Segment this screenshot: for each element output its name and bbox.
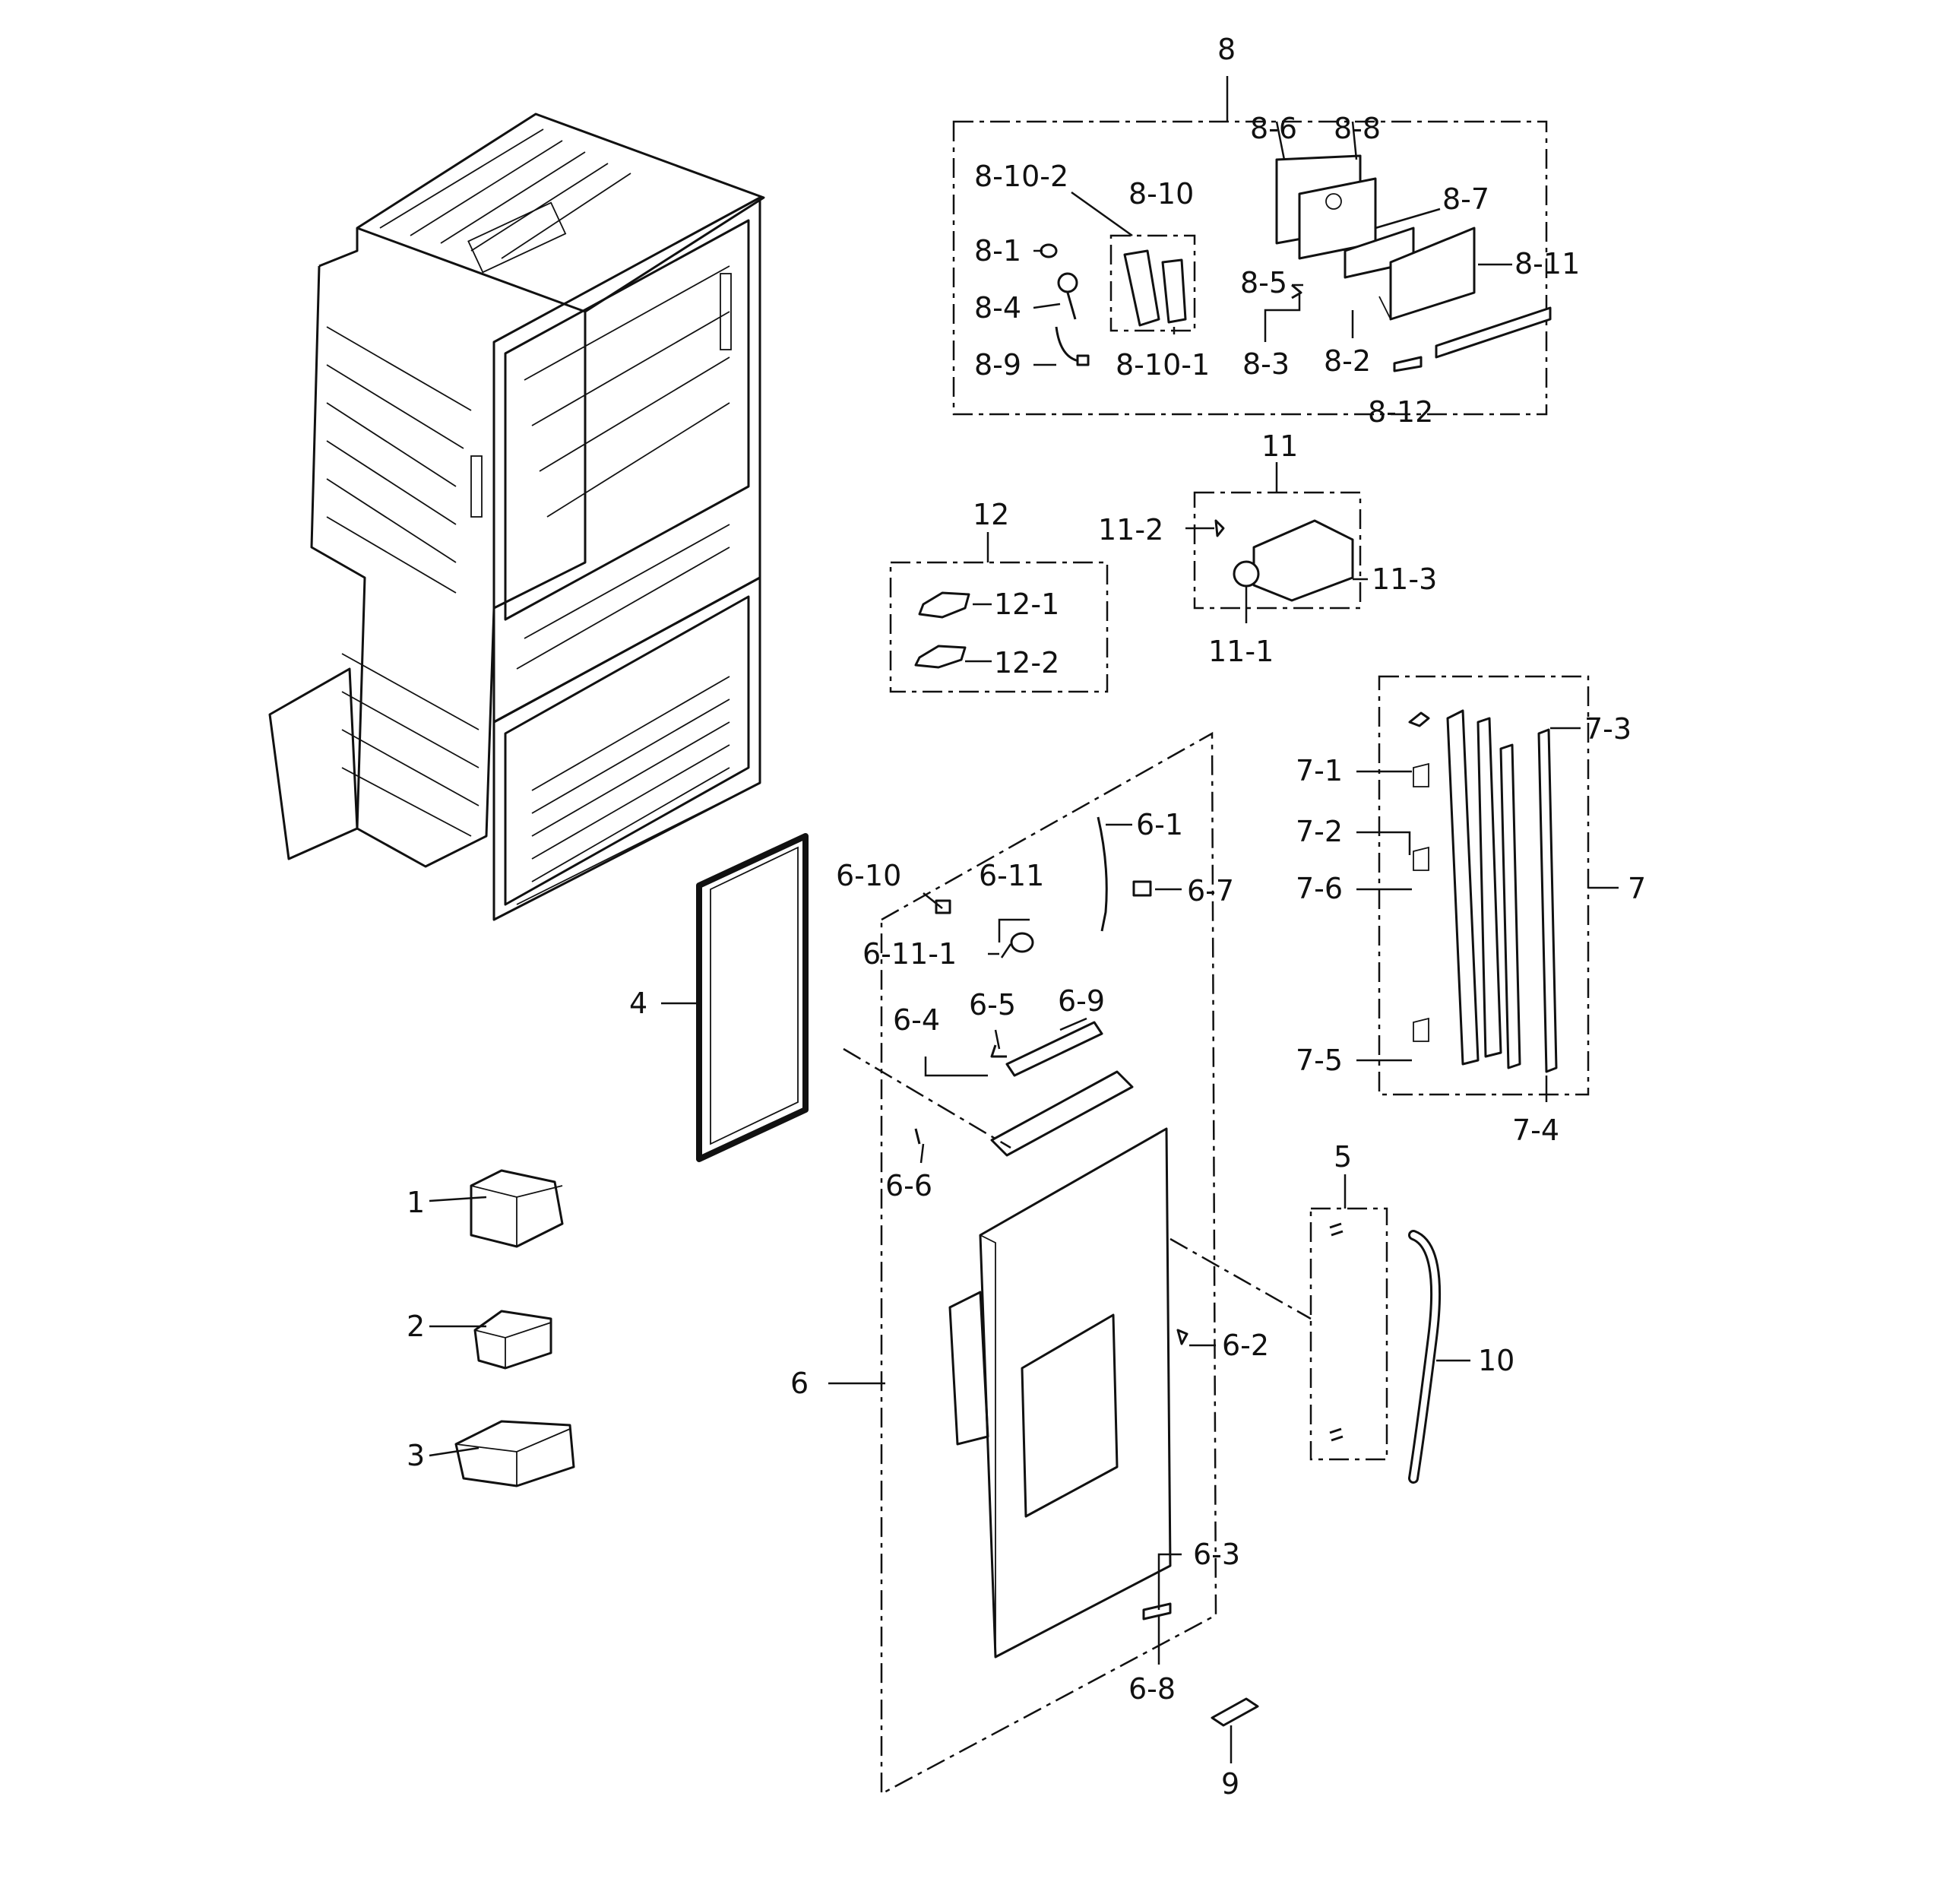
door-bins-1-2-3 (454, 1169, 575, 1487)
label-6-3: 6-3 (1193, 1538, 1240, 1571)
assembly-12-group (889, 532, 1109, 693)
label-8-12: 8-12 (1368, 395, 1433, 429)
label-8-10-2: 8-10-2 (974, 160, 1068, 193)
label-8-1: 8-1 (974, 234, 1021, 268)
label-8-10-1: 8-10-1 (1116, 348, 1210, 382)
label-5: 5 (1334, 1140, 1352, 1174)
callout-labels: 8 8-6 8-8 8-10-2 8-10 8-7 8-1 8-11 8-5 8… (407, 33, 1646, 1801)
label-8-5: 8-5 (1240, 266, 1287, 299)
label-11-1: 11-1 (1208, 635, 1274, 668)
label-8-6: 8-6 (1250, 112, 1297, 145)
label-6-10: 6-10 (836, 859, 901, 892)
label-6-7: 6-7 (1187, 874, 1234, 908)
label-6: 6 (790, 1367, 809, 1400)
label-7-1: 7-1 (1296, 754, 1343, 787)
label-6-4: 6-4 (893, 1003, 940, 1037)
label-11-2: 11-2 (1098, 513, 1163, 546)
label-8-10: 8-10 (1128, 177, 1194, 211)
label-6-11: 6-11 (979, 859, 1044, 892)
leader-lines (429, 121, 1619, 1763)
label-8-7: 8-7 (1442, 182, 1489, 216)
label-3: 3 (407, 1439, 425, 1472)
label-6-9: 6-9 (1058, 984, 1105, 1018)
cabinet-body-illustration (268, 112, 765, 921)
label-6-11-1: 6-11-1 (862, 937, 957, 971)
label-6-2: 6-2 (1222, 1329, 1269, 1362)
handle-assembly-5-10 (1169, 1207, 1442, 1484)
label-12-1: 12-1 (994, 588, 1059, 621)
door-assembly-6-group (843, 731, 1217, 1796)
assembly-11-group (1193, 462, 1362, 610)
label-11: 11 (1261, 429, 1298, 463)
trim-piece-9 (1211, 1697, 1259, 1727)
label-7-3: 7-3 (1584, 712, 1632, 746)
label-8-3: 8-3 (1242, 347, 1290, 381)
label-11-3: 11-3 (1372, 562, 1437, 596)
label-6-1: 6-1 (1136, 808, 1183, 841)
label-8-11: 8-11 (1514, 247, 1580, 280)
label-7-2: 7-2 (1296, 815, 1343, 848)
label-6-5: 6-5 (969, 988, 1016, 1022)
label-6-8: 6-8 (1128, 1672, 1176, 1706)
label-8-4: 8-4 (974, 291, 1021, 325)
label-7-6: 7-6 (1296, 872, 1343, 905)
label-1: 1 (407, 1186, 425, 1219)
label-8-8: 8-8 (1334, 112, 1381, 145)
label-7-4: 7-4 (1512, 1114, 1559, 1147)
label-4: 4 (629, 987, 647, 1020)
assembly-8-group (952, 76, 1552, 416)
label-7-5: 7-5 (1296, 1044, 1343, 1077)
label-8-2: 8-2 (1324, 344, 1371, 378)
assembly-7-group (1378, 675, 1590, 1096)
door-gasket-4 (696, 833, 809, 1162)
label-2: 2 (407, 1310, 425, 1343)
label-7: 7 (1628, 872, 1646, 905)
label-8-9: 8-9 (974, 348, 1021, 382)
label-8: 8 (1217, 33, 1236, 66)
label-6-6: 6-6 (885, 1169, 932, 1202)
label-12: 12 (973, 498, 1009, 531)
label-12-2: 12-2 (994, 646, 1059, 680)
label-10: 10 (1478, 1344, 1514, 1377)
label-9: 9 (1221, 1767, 1239, 1801)
